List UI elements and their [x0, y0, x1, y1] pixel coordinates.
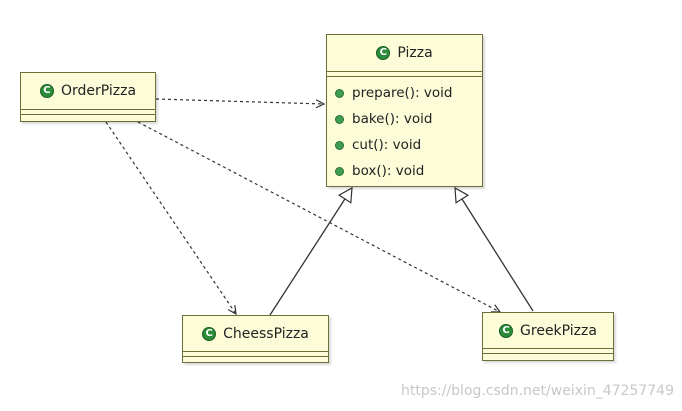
method-prepare: prepare(): void	[335, 80, 482, 106]
class-name: GreekPizza	[520, 322, 597, 339]
class-icon: C	[376, 46, 391, 60]
class-header: C CheessPizza	[183, 316, 328, 351]
public-method-icon	[335, 166, 344, 176]
class-icon: C	[202, 326, 217, 341]
public-method-icon	[335, 88, 344, 98]
class-name: Pizza	[397, 45, 433, 61]
public-method-icon	[335, 140, 344, 150]
attributes-compartment	[21, 109, 155, 114]
class-icon: C	[499, 323, 514, 338]
class-name: CheessPizza	[223, 325, 309, 342]
class-cheesspizza[interactable]: C CheessPizza	[182, 315, 329, 363]
method-signature: cut(): void	[352, 137, 422, 153]
class-orderpizza[interactable]: C OrderPizza	[20, 72, 156, 122]
class-header: C GreekPizza	[483, 313, 613, 348]
class-icon: C	[39, 84, 54, 98]
class-header: C OrderPizza	[21, 73, 155, 109]
attributes-compartment	[183, 351, 328, 356]
attributes-compartment	[483, 348, 613, 353]
method-signature: prepare(): void	[352, 85, 453, 101]
method-cut: cut(): void	[335, 132, 482, 158]
class-header: C Pizza	[327, 35, 482, 71]
generalization-cheesspizza-to-pizza	[269, 186, 353, 316]
method-box: box(): void	[335, 158, 482, 184]
class-name: OrderPizza	[60, 83, 137, 99]
method-signature: bake(): void	[352, 111, 433, 127]
generalization-greekpizza-to-pizza	[454, 186, 534, 312]
class-pizza[interactable]: C Pizza prepare(): void bake(): void cut…	[326, 34, 483, 187]
methods-compartment	[183, 356, 328, 361]
methods-compartment	[483, 353, 613, 358]
dependency-orderpizza-to-pizza	[155, 98, 324, 104]
method-signature: box(): void	[352, 163, 425, 179]
methods-compartment: prepare(): void bake(): void cut(): void…	[327, 76, 482, 186]
public-method-icon	[335, 114, 344, 124]
dependency-orderpizza-to-cheesspizza	[105, 121, 236, 314]
class-greekpizza[interactable]: C GreekPizza	[482, 312, 614, 361]
method-bake: bake(): void	[335, 106, 482, 132]
attributes-compartment	[327, 71, 482, 76]
methods-compartment	[21, 114, 155, 119]
dependency-orderpizza-to-greekpizza	[137, 121, 500, 312]
watermark-text: https://blog.csdn.net/weixin_47257749	[400, 383, 674, 399]
